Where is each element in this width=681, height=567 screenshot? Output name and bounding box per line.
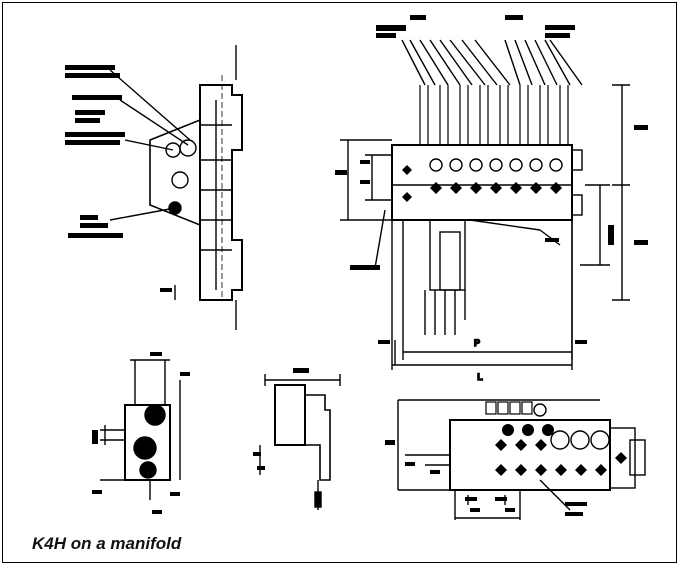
side-view-top-left <box>109 45 243 330</box>
bottom-middle-view <box>259 374 341 510</box>
figure-caption: K4H on a manifold <box>32 534 182 553</box>
dimension-L: L <box>477 372 483 382</box>
bottom-left-view <box>100 359 181 500</box>
bottom-right-view <box>397 399 646 520</box>
front-view-top-right <box>340 39 630 370</box>
dimension-P: P <box>474 338 480 348</box>
